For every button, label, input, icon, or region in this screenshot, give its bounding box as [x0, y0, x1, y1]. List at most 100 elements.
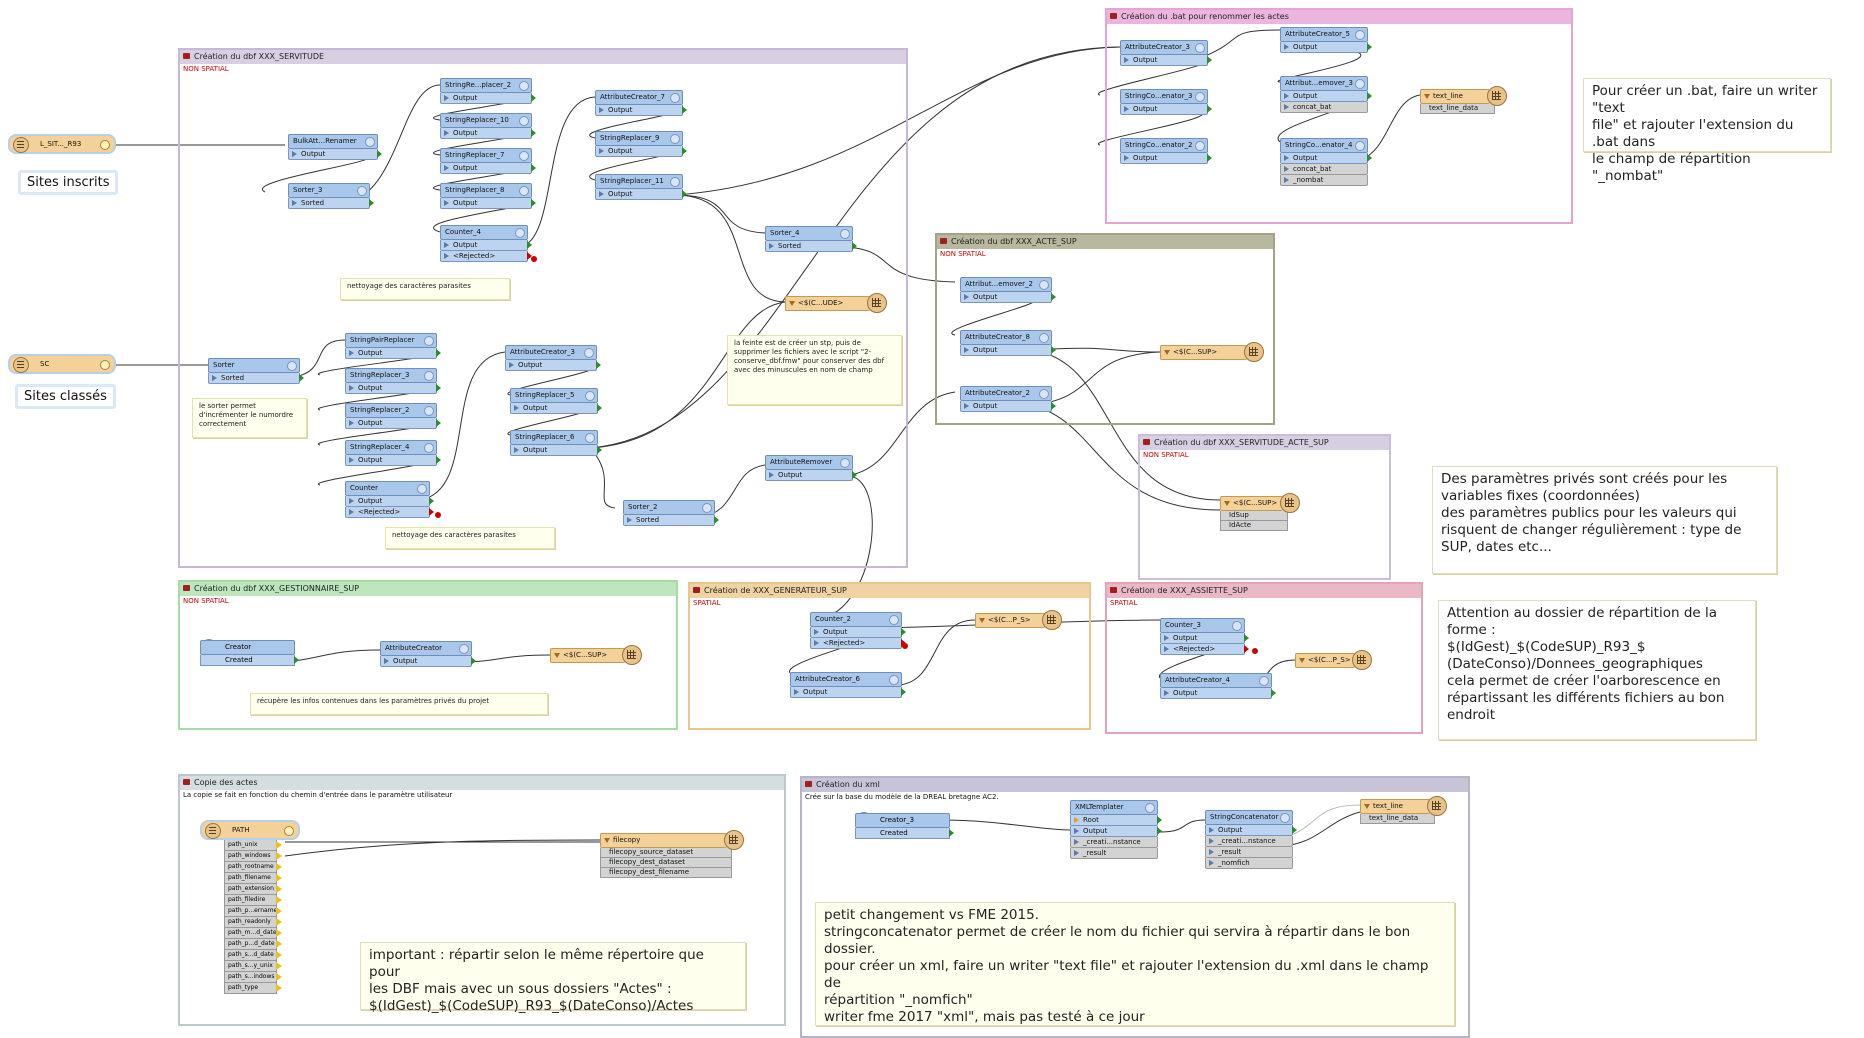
output-port[interactable]: Created: [855, 828, 954, 839]
output-port[interactable]: Output: [595, 105, 687, 116]
attribute-port[interactable]: path_unix: [224, 840, 282, 851]
attribute-port[interactable]: filecopy_dest_dataset: [600, 858, 732, 868]
output-port[interactable]: Output: [1160, 688, 1276, 699]
output-port[interactable]: Output: [960, 345, 1056, 356]
attribute-port[interactable]: path_s...indows: [224, 972, 282, 983]
writer-acte-sup[interactable]: <$(C...SUP>: [1160, 342, 1264, 362]
attribute-port[interactable]: concat_bat: [1280, 164, 1368, 175]
annotation-bat[interactable]: Pour créer un .bat, faire un writer "tex…: [1583, 78, 1831, 184]
bookmark-xml[interactable]: Création du xml Crée sur la base du modè…: [800, 776, 1470, 1038]
annotation-important[interactable]: important : répartir selon le même réper…: [360, 942, 746, 1014]
writer-generateur[interactable]: <$(C...P_S>: [975, 610, 1062, 630]
output-port[interactable]: Output: [440, 93, 536, 104]
output-port[interactable]: Output: [1280, 91, 1372, 102]
annotation-script[interactable]: la feinte est de créer un stp, puis de s…: [727, 335, 902, 405]
output-port[interactable]: Output: [1070, 826, 1162, 837]
attribute-port[interactable]: IdSup: [1220, 511, 1288, 521]
output-port[interactable]: Output: [440, 198, 536, 209]
writer-servitude[interactable]: <$(C...UDE>: [785, 293, 887, 313]
annotation-sorter[interactable]: le sorter permet d'incrémenter le numord…: [192, 398, 307, 438]
attribute-port[interactable]: path_readonly: [224, 917, 282, 928]
output-port[interactable]: Output: [960, 401, 1056, 412]
output-port[interactable]: Output: [505, 360, 601, 371]
attribute-port[interactable]: _creati...nstance: [1070, 837, 1158, 848]
output-port[interactable]: Output: [345, 455, 441, 466]
rejected-port[interactable]: <Rejected>: [345, 507, 434, 518]
attribute-port[interactable]: path_s...y_unix: [224, 961, 282, 972]
reader-path[interactable]: PATH: [200, 820, 300, 840]
bookmark-servitude[interactable]: Création du dbf XXX_SERVITUDE NON SPATIA…: [178, 48, 908, 568]
reader-sites-classes[interactable]: SC: [8, 354, 116, 374]
attribute-port[interactable]: _result: [1205, 847, 1293, 858]
output-port[interactable]: Output: [1205, 825, 1297, 836]
output-port[interactable]: Output: [380, 656, 476, 667]
rejected-port[interactable]: <Rejected>: [810, 638, 906, 649]
output-port-icon[interactable]: [100, 140, 110, 150]
bookmark-acte-sup[interactable]: Création du dbf XXX_ACTE_SUP NON SPATIAL: [935, 233, 1275, 425]
output-port[interactable]: Output: [440, 240, 532, 251]
bookmark-gestionnaire[interactable]: Création du dbf XXX_GESTIONNAIRE_SUP NON…: [178, 580, 678, 730]
attribute-port[interactable]: path_extension: [224, 884, 282, 895]
attribute-port[interactable]: path_windows: [224, 851, 282, 862]
annotation-nettoyage-2[interactable]: nettoyage des caractères parasites: [385, 527, 555, 549]
output-port[interactable]: Output: [1120, 104, 1212, 115]
output-port-icon[interactable]: [100, 360, 110, 370]
output-port[interactable]: Sorted: [765, 241, 857, 252]
attribute-port[interactable]: IdActe: [1220, 521, 1288, 531]
output-port[interactable]: Output: [790, 687, 906, 698]
bookmark-servitude-acte-sup[interactable]: Création du dbf XXX_SERVITUDE_ACTE_SUP N…: [1138, 434, 1391, 580]
output-port[interactable]: Output: [1280, 42, 1372, 53]
output-port[interactable]: Created: [200, 655, 299, 666]
bookmark-generateur[interactable]: Création de XXX_GENERATEUR_SUP SPATIAL: [688, 582, 1091, 730]
annotation-params[interactable]: Des paramètres privés sont créés pour le…: [1432, 466, 1777, 574]
output-port-icon[interactable]: [284, 826, 294, 836]
annotation-nettoyage-1[interactable]: nettoyage des caractères parasites: [340, 278, 510, 300]
output-port[interactable]: Output: [345, 496, 434, 507]
attribute-port[interactable]: text_line_data: [1360, 814, 1435, 824]
bookmark-copie[interactable]: Copie des actes La copie se fait en fonc…: [178, 774, 786, 1026]
output-port[interactable]: Sorted: [208, 373, 304, 384]
output-port[interactable]: Sorted: [623, 515, 719, 526]
output-port[interactable]: Output: [1120, 153, 1212, 164]
output-port[interactable]: Output: [765, 470, 857, 481]
input-port[interactable]: Root: [1070, 815, 1162, 826]
bookmark-assiette[interactable]: Création de XXX_ASSIETTE_SUP SPATIAL: [1105, 582, 1423, 734]
output-port[interactable]: Output: [345, 348, 441, 359]
attribute-port[interactable]: filecopy_source_dataset: [600, 848, 732, 858]
attribute-port[interactable]: text_line_data: [1420, 104, 1495, 114]
attribute-port[interactable]: path_filedire: [224, 895, 282, 906]
output-port[interactable]: Sorted: [288, 198, 374, 209]
output-port[interactable]: Output: [440, 163, 536, 174]
output-port[interactable]: Output: [440, 128, 536, 139]
